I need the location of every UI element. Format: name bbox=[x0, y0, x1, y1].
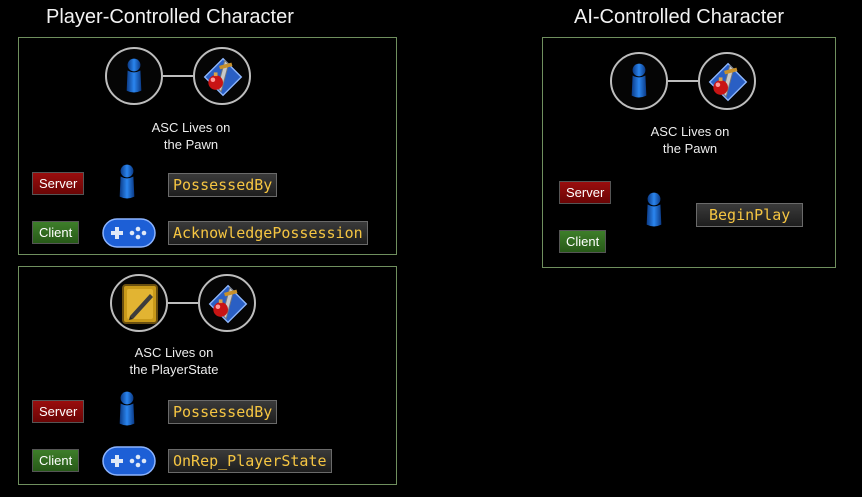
pawn-circle bbox=[105, 47, 163, 105]
function-onrep-playerstate: OnRep_PlayerState bbox=[168, 449, 332, 473]
ai-controlled-title: AI-Controlled Character bbox=[574, 6, 785, 28]
asc-caption-line2: the Pawn bbox=[163, 137, 219, 152]
ability-system-component-icon bbox=[706, 60, 750, 104]
server-tag: Server bbox=[32, 172, 85, 195]
client-tag: Client bbox=[32, 449, 80, 472]
pawn-icon bbox=[116, 162, 138, 202]
asc-caption-line2: the Pawn bbox=[662, 141, 718, 156]
ai-pawn-asc-panel: ASC Lives on the Pawn Server Client Begi… bbox=[542, 37, 836, 268]
server-tag: Server bbox=[32, 400, 85, 423]
pawn-icon bbox=[123, 57, 145, 95]
pawn-icon bbox=[643, 190, 665, 230]
client-tag: Client bbox=[559, 230, 607, 253]
player-controlled-title: Player-Controlled Character bbox=[46, 6, 294, 28]
function-possessedby: PossessedBy bbox=[168, 400, 278, 424]
pawn-icon bbox=[116, 389, 138, 429]
asc-caption-line1: ASC Lives on bbox=[151, 120, 231, 135]
client-tag: Client bbox=[32, 221, 80, 244]
asc-circle bbox=[193, 47, 251, 105]
pawn-circle bbox=[610, 52, 668, 110]
function-possessedby: PossessedBy bbox=[168, 173, 278, 197]
pawn-asc-panel: ASC Lives on the Pawn Server PossessedBy… bbox=[18, 37, 397, 255]
connector-line bbox=[163, 75, 193, 77]
asc-caption-line1: ASC Lives on bbox=[650, 124, 730, 139]
ability-system-component-icon bbox=[201, 55, 245, 99]
gamepad-icon bbox=[102, 218, 156, 248]
asc-caption-line1: ASC Lives on bbox=[134, 345, 214, 360]
connector-line bbox=[168, 302, 198, 304]
ability-system-component-icon bbox=[206, 282, 250, 326]
function-beginplay: BeginPlay bbox=[696, 203, 804, 227]
asc-caption-line2: the PlayerState bbox=[129, 362, 219, 377]
server-tag: Server bbox=[559, 181, 612, 204]
function-acknowledgepossession: AcknowledgePossession bbox=[168, 221, 368, 245]
asc-circle bbox=[698, 52, 756, 110]
playerstate-circle bbox=[110, 274, 168, 332]
pawn-icon bbox=[628, 62, 650, 100]
gamepad-icon bbox=[102, 446, 156, 476]
asc-circle bbox=[198, 274, 256, 332]
playerstate-asc-panel: ASC Lives on the PlayerState Server Poss… bbox=[18, 266, 397, 485]
playerstate-icon bbox=[120, 282, 160, 326]
connector-line bbox=[668, 80, 698, 82]
